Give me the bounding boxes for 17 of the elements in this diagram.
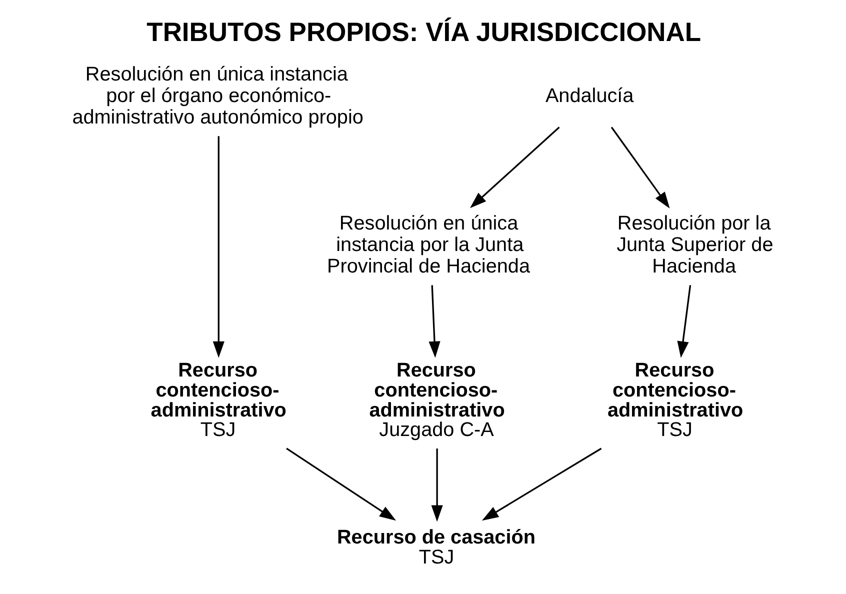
diagram-title: TRIBUTOS PROPIOS: VÍA JURISDICCIONAL <box>146 17 702 48</box>
arrow <box>677 285 692 358</box>
arrow <box>428 285 440 358</box>
node-text: Resolución en única instancia por la Junta Provincial de Hacienda <box>327 212 530 278</box>
arrow <box>286 448 396 521</box>
arrow <box>212 136 224 358</box>
node-text: Resolución en única instancia por el órgano económico-administrativo autonómico propio <box>72 63 364 128</box>
node-text: Andalucía <box>545 84 634 107</box>
node-text: Recurso de casación TSJ <box>336 526 536 569</box>
node-text: Recurso contencioso-administrativo Juzgado C-A <box>369 360 505 442</box>
node-text: Recurso contencioso-administrativo TSJ <box>150 360 286 442</box>
node-text: Resolución por la Junta Superior de Hacienda <box>616 212 774 278</box>
arrow <box>470 126 560 208</box>
node-text: Recurso contencioso-administrativo TSJ <box>608 360 744 442</box>
arrow <box>610 126 670 209</box>
arrow <box>482 448 602 521</box>
arrow <box>431 448 443 522</box>
